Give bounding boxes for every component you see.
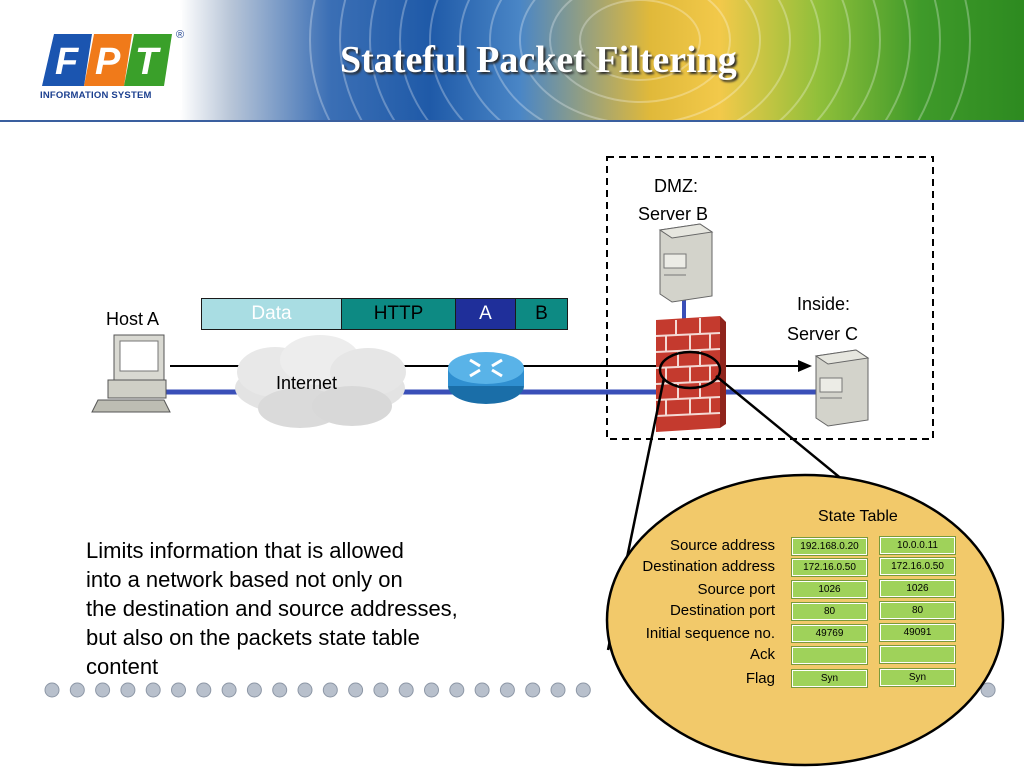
arrow-head-icon xyxy=(798,360,812,372)
description-line: but also on the packets state table xyxy=(86,625,420,650)
svg-text:F: F xyxy=(55,41,80,83)
server-b-icon xyxy=(658,223,714,303)
state-cell: Syn xyxy=(791,669,868,688)
row-label-destination-port: Destination port xyxy=(669,602,775,619)
decorative-dot xyxy=(145,682,161,698)
decorative-dot xyxy=(499,682,515,698)
firewall-highlight xyxy=(658,350,722,390)
inside-label: Inside: xyxy=(797,294,851,314)
server-b-label: Server B xyxy=(638,204,709,224)
state-table-title: State Table xyxy=(818,508,898,525)
slide-title: Stateful Packet Filtering xyxy=(340,39,737,81)
decorative-dot xyxy=(246,682,262,698)
description-line: the destination and source addresses, xyxy=(86,596,458,621)
dots-decoration xyxy=(44,682,996,698)
row-label-destination-address: Destination address xyxy=(642,558,775,575)
row-label-source-address: Source address xyxy=(669,537,775,554)
server-c-icon xyxy=(814,349,870,427)
state-cell: Syn xyxy=(879,668,956,687)
state-cell xyxy=(879,645,956,664)
decorative-dot xyxy=(373,682,389,698)
svg-text:P: P xyxy=(95,41,121,83)
packet-b-field: B xyxy=(515,298,568,330)
description-line: into a network based not only on xyxy=(86,567,403,592)
dmz-label: DMZ: xyxy=(654,176,698,196)
decorative-dot xyxy=(297,682,313,698)
slide-header: F P T ® INFORMATION SYSTEM Stateful Pack… xyxy=(0,0,1024,122)
row-label-ack: Ack xyxy=(749,646,775,663)
decorative-dot xyxy=(69,682,85,698)
host-a-label: Host A xyxy=(106,309,160,329)
state-cell: 1026 xyxy=(791,580,868,599)
packet-a-field: A xyxy=(455,298,516,330)
state-cell: 1026 xyxy=(879,579,956,598)
svg-text:T: T xyxy=(135,41,161,83)
description-text: Limits information that is allowed into … xyxy=(86,536,546,681)
decorative-dot xyxy=(348,682,364,698)
decorative-dot xyxy=(196,682,212,698)
state-cell: 172.16.0.50 xyxy=(791,558,868,577)
internet-cloud-icon xyxy=(235,335,406,428)
host-a-computer-icon xyxy=(91,334,171,413)
state-cell: 10.0.0.11 xyxy=(879,536,956,555)
fpt-logo-mark: F P T ® xyxy=(42,29,184,86)
packet-data-field: Data xyxy=(201,298,342,330)
decorative-dot xyxy=(95,682,111,698)
description-line: Limits information that is allowed xyxy=(86,538,404,563)
router-icon xyxy=(448,352,524,404)
internet-label: Internet xyxy=(276,373,338,393)
decorative-dot xyxy=(424,682,439,698)
state-cell: 49091 xyxy=(879,623,956,642)
state-cell: 49769 xyxy=(791,624,868,643)
row-label-source-port: Source port xyxy=(697,581,775,598)
decorative-dot xyxy=(525,682,541,698)
packet-http-field: HTTP xyxy=(341,298,456,330)
logo-subtitle: INFORMATION SYSTEM xyxy=(40,90,152,101)
decorative-dot xyxy=(120,682,136,698)
decorative-dot xyxy=(980,682,996,698)
decorative-dot xyxy=(171,682,186,698)
header-wave-decoration xyxy=(309,0,971,122)
decorative-dot xyxy=(398,682,414,698)
header-divider xyxy=(0,120,1024,122)
state-cell: 192.168.0.20 xyxy=(791,537,868,556)
logo: F P T ® xyxy=(12,10,184,110)
decorative-dot xyxy=(272,682,288,698)
svg-text:®: ® xyxy=(176,29,184,41)
firewall-icon xyxy=(655,316,726,432)
dmz-boundary xyxy=(606,156,934,440)
decorative-dot xyxy=(322,682,338,698)
state-cell: 80 xyxy=(879,601,956,620)
state-table-bubble xyxy=(605,473,1005,767)
decorative-dot xyxy=(474,682,490,698)
decorative-dot xyxy=(221,682,237,698)
description-line: content xyxy=(86,654,159,679)
decorative-dot xyxy=(449,682,465,698)
server-c-label: Server C xyxy=(787,324,859,344)
state-cell xyxy=(791,646,868,665)
decorative-dot xyxy=(550,682,566,698)
state-cell: 172.16.0.50 xyxy=(879,557,956,576)
row-label-flag: Flag xyxy=(745,670,775,687)
decorative-dot xyxy=(44,682,60,698)
state-cell: 80 xyxy=(791,602,868,621)
row-label-initial-sequence: Initial sequence no. xyxy=(645,625,775,642)
decorative-dot xyxy=(575,682,591,698)
